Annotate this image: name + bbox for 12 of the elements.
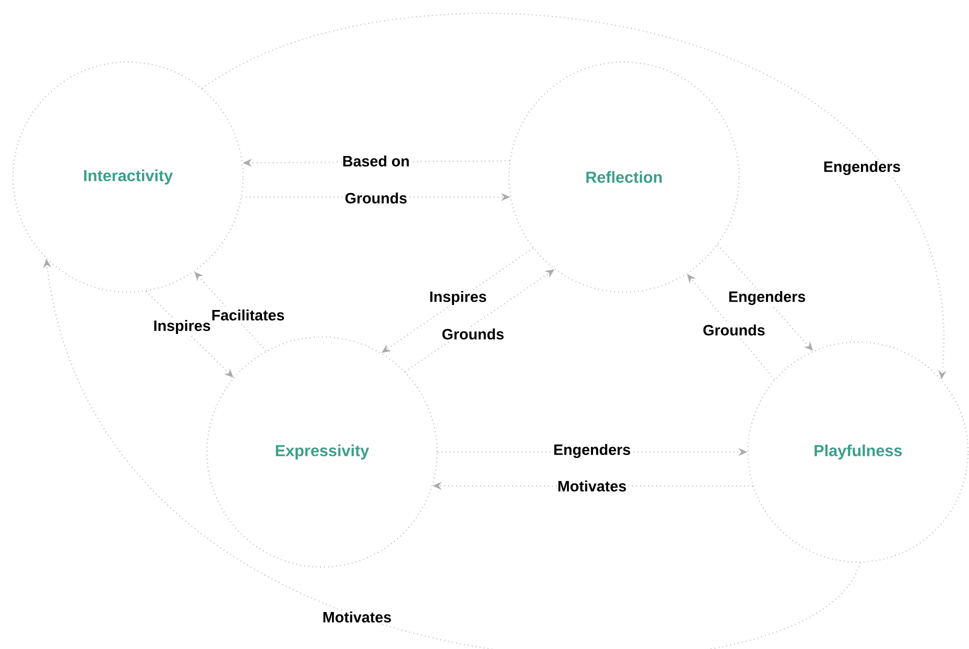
edge-label: Grounds [344, 192, 408, 205]
edge-label: Facilitates [210, 308, 286, 322]
edge-label: Motivates [556, 480, 628, 493]
edge-label: Based on [341, 154, 411, 168]
edge-label: Inspires [428, 290, 488, 306]
edge-label: Motivates [321, 610, 393, 624]
edge-label: Grounds [702, 324, 766, 337]
edge-label: Engenders [822, 160, 902, 176]
edge-label: Grounds [440, 328, 506, 341]
edge-label: Inspires [152, 319, 212, 335]
edge-label: Engenders [727, 290, 807, 306]
edge-label: Engenders [552, 442, 632, 460]
